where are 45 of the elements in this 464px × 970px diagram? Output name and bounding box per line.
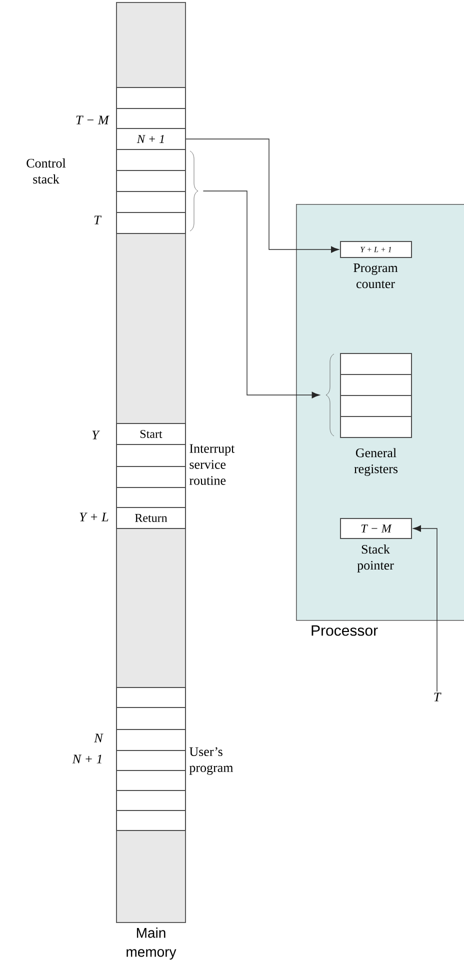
arrow <box>186 138 339 253</box>
address-label: Y <box>92 430 100 440</box>
arrow <box>413 525 438 692</box>
curly-brace <box>326 354 334 436</box>
memory-cell <box>116 212 186 234</box>
register-box: T − M <box>340 518 412 539</box>
arrow <box>202 190 320 398</box>
memory-cell <box>116 770 186 791</box>
memory-cell <box>116 466 186 488</box>
register-box: Y + L + 1 <box>340 241 412 258</box>
register-box <box>340 395 412 417</box>
region-label: Control stack <box>26 158 66 184</box>
node-label: Main memory <box>126 928 176 960</box>
register-box <box>340 416 412 438</box>
address-label: T <box>434 692 442 702</box>
region-label: Interrupt service routine <box>189 444 235 485</box>
register-name: Stack pointer <box>357 544 394 572</box>
region-label: User’s program <box>189 747 234 775</box>
curly-brace <box>190 150 198 232</box>
memory-cell: N + 1 <box>116 128 186 150</box>
memory-cell <box>116 810 186 831</box>
memory-cell <box>116 444 186 467</box>
memory-cell: Start <box>116 423 186 445</box>
register-box <box>340 353 412 375</box>
memory-cell <box>116 191 186 213</box>
register-box <box>340 374 412 396</box>
memory-cell <box>116 687 186 708</box>
memory-cell <box>116 707 186 730</box>
memory-cell <box>116 729 186 751</box>
register-name: Program counter <box>354 264 398 288</box>
memory-cell <box>116 149 186 171</box>
memory-cell <box>116 87 186 109</box>
region-label: General registers <box>354 448 398 476</box>
memory-cell <box>116 170 186 192</box>
memory-cell <box>116 790 186 811</box>
address-label: T − M <box>76 116 110 124</box>
node-label: Processor <box>312 625 378 636</box>
memory-cell <box>116 750 186 771</box>
memory-cell <box>116 108 186 129</box>
memory-cell <box>116 487 186 508</box>
address-label: Y + L <box>80 512 108 522</box>
address-label: T <box>94 216 102 224</box>
memory-cell: Return <box>116 507 186 529</box>
address-label: N + 1 <box>72 754 102 764</box>
address-label: N <box>94 734 104 742</box>
